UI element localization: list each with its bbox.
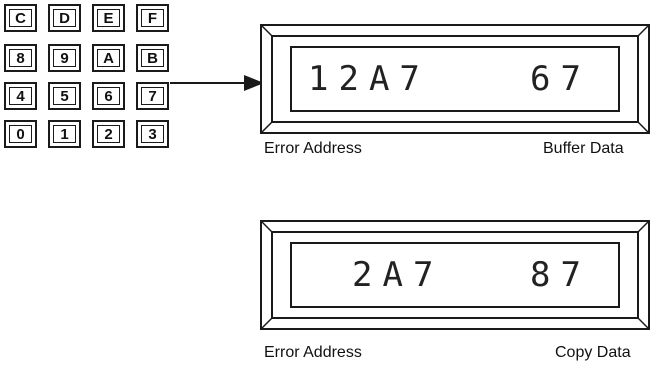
key-label: C [9,9,32,27]
key-2[interactable]: 2 [92,120,125,148]
buffer-data-readout: 67 [530,59,591,99]
key-8[interactable]: 8 [4,44,37,72]
display-bezel [262,26,648,132]
display-panel-buffer: 12A7 67 [260,24,650,134]
display-panel-copy: 2A7 87 [260,220,650,330]
key-label: E [97,9,120,27]
error-address-readout: 12A7 [308,59,430,99]
key-7[interactable]: 7 [136,82,169,110]
error-address-label: Error Address [264,344,362,361]
key-0[interactable]: 0 [4,120,37,148]
display-window: 12A7 67 [290,46,620,112]
key-label: F [141,9,164,27]
key-5[interactable]: 5 [48,82,81,110]
display-window: 2A7 87 [290,242,620,308]
display-bezel [262,222,648,328]
key-f[interactable]: F [136,4,169,32]
key-label: 9 [53,49,76,67]
key-label: 7 [141,87,164,105]
error-address-readout: 2A7 [352,255,444,295]
key-3[interactable]: 3 [136,120,169,148]
copy-data-label: Copy Data [555,344,631,361]
key-label: 3 [141,125,164,143]
buffer-data-label: Buffer Data [543,140,624,157]
key-label: 8 [9,49,32,67]
key-label: D [53,9,76,27]
key-9[interactable]: 9 [48,44,81,72]
connector-arrow [170,75,264,91]
key-label: 2 [97,125,120,143]
key-label: 5 [53,87,76,105]
key-label: A [97,49,120,67]
copy-data-readout: 87 [530,255,591,295]
key-label: 6 [97,87,120,105]
key-label: 4 [9,87,32,105]
key-b[interactable]: B [136,44,169,72]
key-c[interactable]: C [4,4,37,32]
key-a[interactable]: A [92,44,125,72]
key-e[interactable]: E [92,4,125,32]
key-4[interactable]: 4 [4,82,37,110]
key-6[interactable]: 6 [92,82,125,110]
key-d[interactable]: D [48,4,81,32]
key-label: 1 [53,125,76,143]
key-label: B [141,49,164,67]
key-label: 0 [9,125,32,143]
hex-keypad: C D E F 8 9 A B 4 5 6 7 0 1 2 3 [4,4,170,148]
key-1[interactable]: 1 [48,120,81,148]
error-address-label: Error Address [264,140,362,157]
